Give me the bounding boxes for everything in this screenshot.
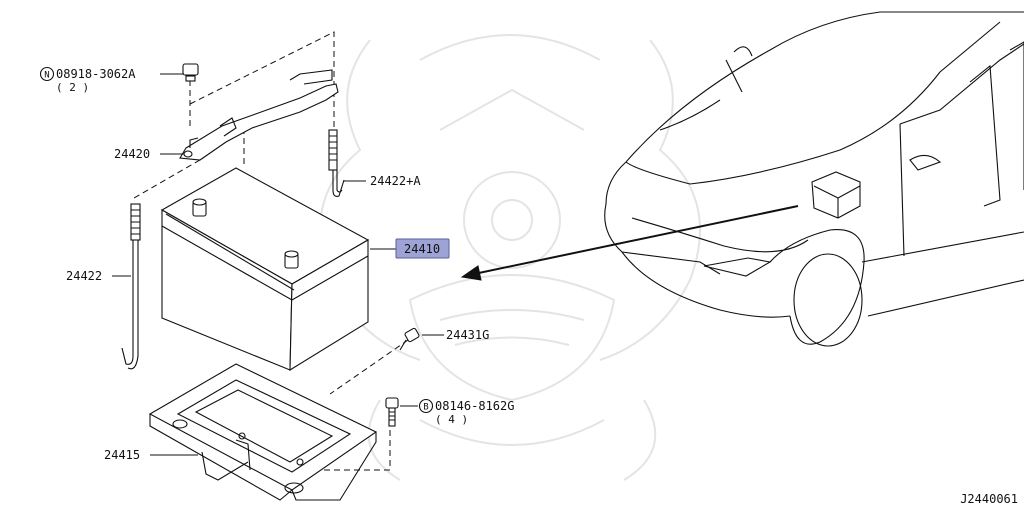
bolt-quantity: ( 4 ) [435, 413, 468, 426]
rod-part-number: 24422 [66, 269, 102, 283]
battery-terminal [192, 198, 207, 217]
callout-nut: N 08918-3062A ( 2 ) [39, 66, 136, 94]
location-arrow [460, 205, 799, 281]
nut-part-number: 08918-3062A [56, 67, 136, 81]
holder-part-number: 24420 [114, 147, 150, 161]
diagram-id: J2440061 [960, 492, 1018, 506]
battery-tray [148, 363, 378, 501]
hook-rod-a [328, 129, 345, 197]
screw-hardware [399, 327, 420, 351]
rod-a-part-number: 24422+A [370, 174, 421, 188]
bolt-part-number: 08146-8162G [435, 399, 514, 413]
callout-bolt: B 08146-8162G ( 4 ) [418, 398, 514, 426]
nut-prefix-mark: N [44, 71, 49, 81]
vehicle-battery-location [811, 171, 861, 219]
vehicle-outline [604, 11, 1024, 347]
nut-quantity: ( 2 ) [56, 81, 89, 94]
bolt-hardware [385, 397, 399, 427]
callout-battery-highlighted: 24410 [395, 238, 450, 259]
bolt-prefix-mark: B [423, 403, 428, 413]
battery [160, 167, 370, 371]
hook-rod [121, 203, 141, 370]
watermark-emblem [319, 34, 701, 481]
screw-part-number: 24431G [446, 328, 489, 342]
battery-part-number: 24410 [404, 242, 440, 256]
nut-hardware [182, 63, 199, 82]
leader-lines [112, 73, 444, 456]
battery-terminal [284, 250, 299, 269]
battery-holder-bracket [179, 69, 339, 161]
tray-part-number: 24415 [104, 448, 140, 462]
